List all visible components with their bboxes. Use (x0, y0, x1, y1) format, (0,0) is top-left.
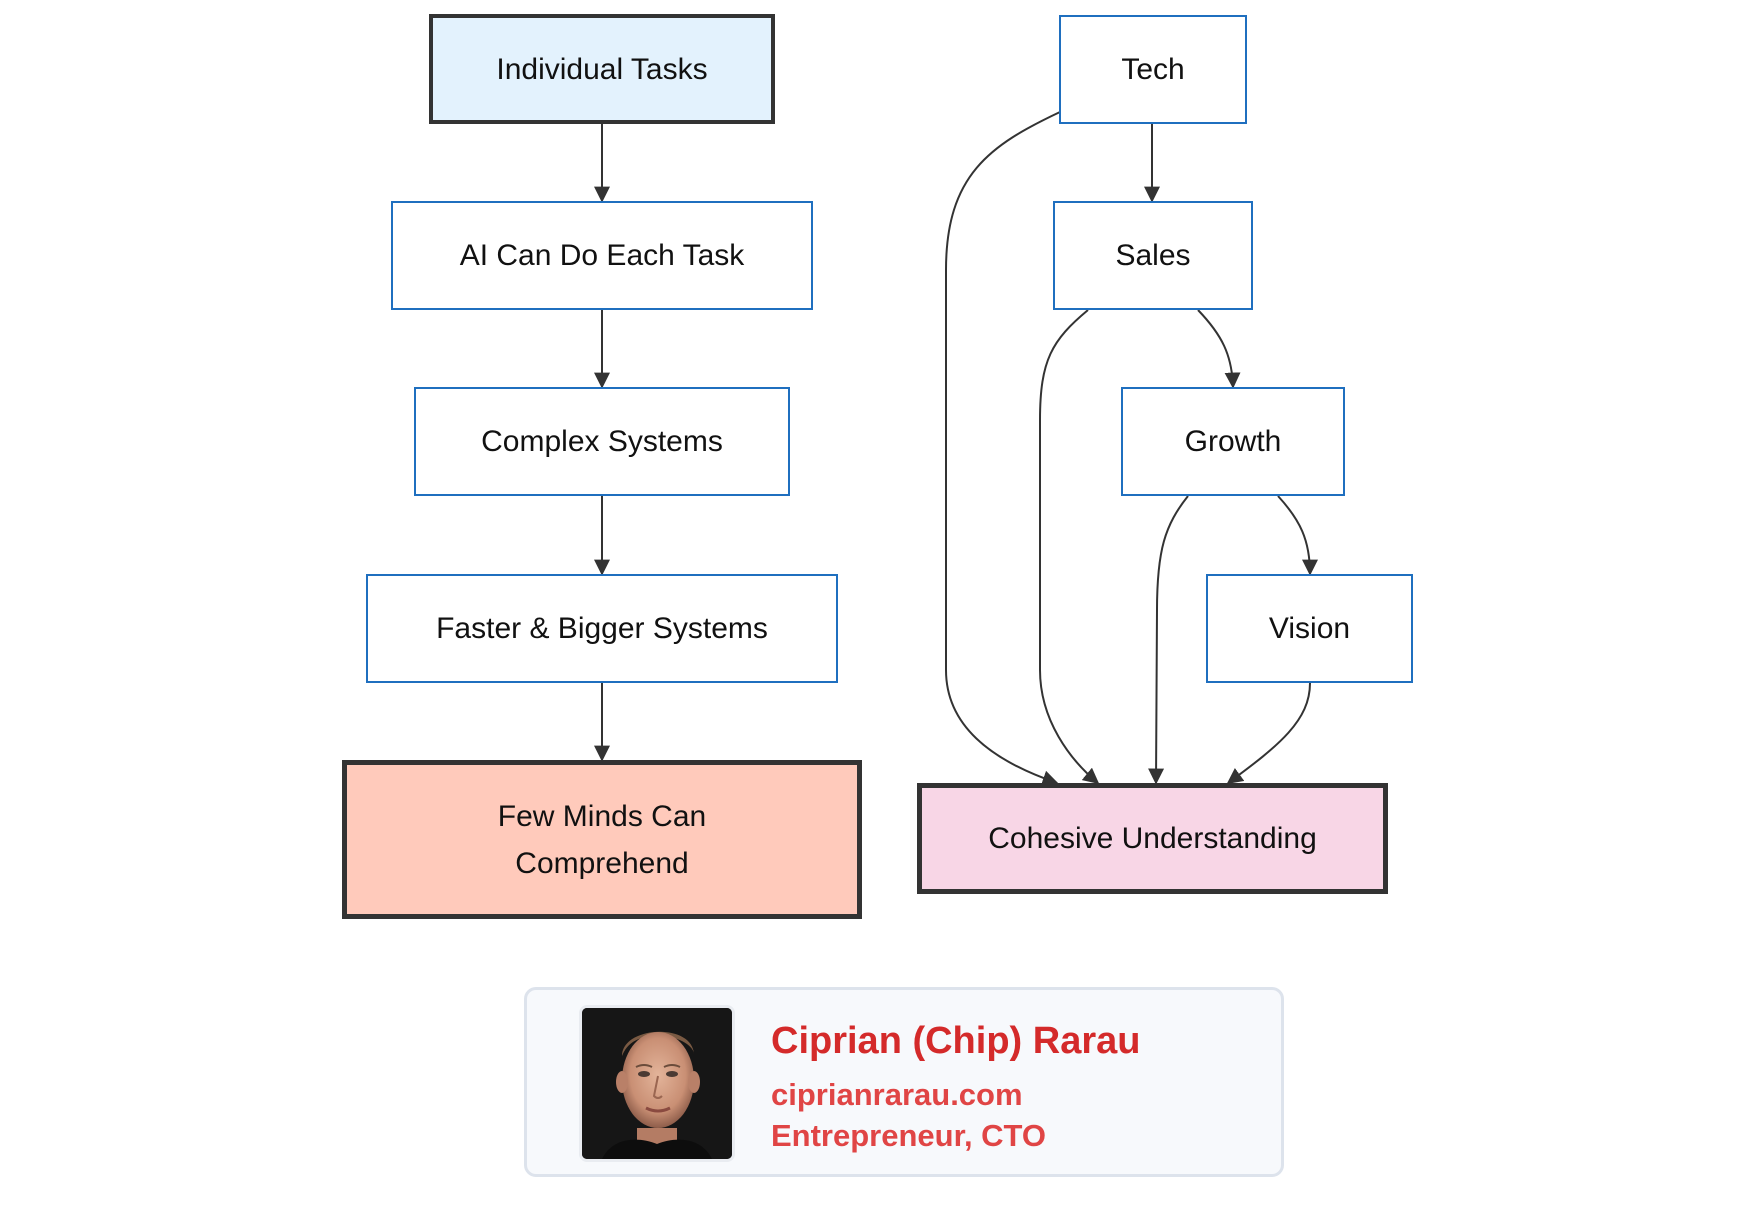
node-ai-can-do-each-task-label: AI Can Do Each Task (459, 239, 745, 272)
edge-vision-to-cohesive (1226, 682, 1311, 784)
node-sales-label: Sales (1115, 239, 1191, 272)
node-growth: Growth (1121, 387, 1345, 496)
author-card: Ciprian (Chip) Rarau ciprianrarau.com En… (524, 987, 1284, 1177)
node-complex-systems: Complex Systems (414, 387, 790, 496)
node-ai-can-do-each-task: AI Can Do Each Task (391, 201, 813, 310)
node-faster-bigger-systems: Faster & Bigger Systems (366, 574, 838, 683)
edge-growth-to-vision (1277, 495, 1318, 576)
edge-sales-to-cohesive (1039, 309, 1100, 785)
node-individual-tasks-label: Individual Tasks (496, 52, 708, 86)
node-complex-systems-label: Complex Systems (481, 425, 723, 458)
node-faster-bigger-systems-label: Faster & Bigger Systems (436, 612, 768, 645)
node-tech: Tech (1059, 15, 1247, 124)
node-few-minds-can-comprehend: Few Minds Can Comprehend (342, 760, 862, 919)
author-website[interactable]: ciprianrarau.com (771, 1077, 1023, 1112)
node-cohesive-understanding-label: Cohesive Understanding (988, 822, 1317, 855)
edge-sales-to-growth (1197, 309, 1241, 389)
node-tech-label: Tech (1121, 53, 1185, 86)
edge-tech-to-cohesive (945, 111, 1061, 786)
node-vision-label: Vision (1268, 612, 1351, 645)
author-name: Ciprian (Chip) Rarau (771, 1020, 1141, 1062)
node-individual-tasks: Individual Tasks (429, 14, 775, 124)
node-sales: Sales (1053, 201, 1253, 310)
node-few-minds-can-comprehend-label: Few Minds Can Comprehend (497, 799, 707, 880)
node-cohesive-understanding: Cohesive Understanding (917, 783, 1388, 894)
author-portrait-photo (582, 1008, 732, 1159)
node-vision: Vision (1206, 574, 1413, 683)
author-avatar (579, 1005, 735, 1162)
author-role: Entrepreneur, CTO (771, 1118, 1047, 1153)
edge-growth-to-cohesive (1148, 495, 1189, 785)
node-growth-label: Growth (1184, 425, 1282, 458)
